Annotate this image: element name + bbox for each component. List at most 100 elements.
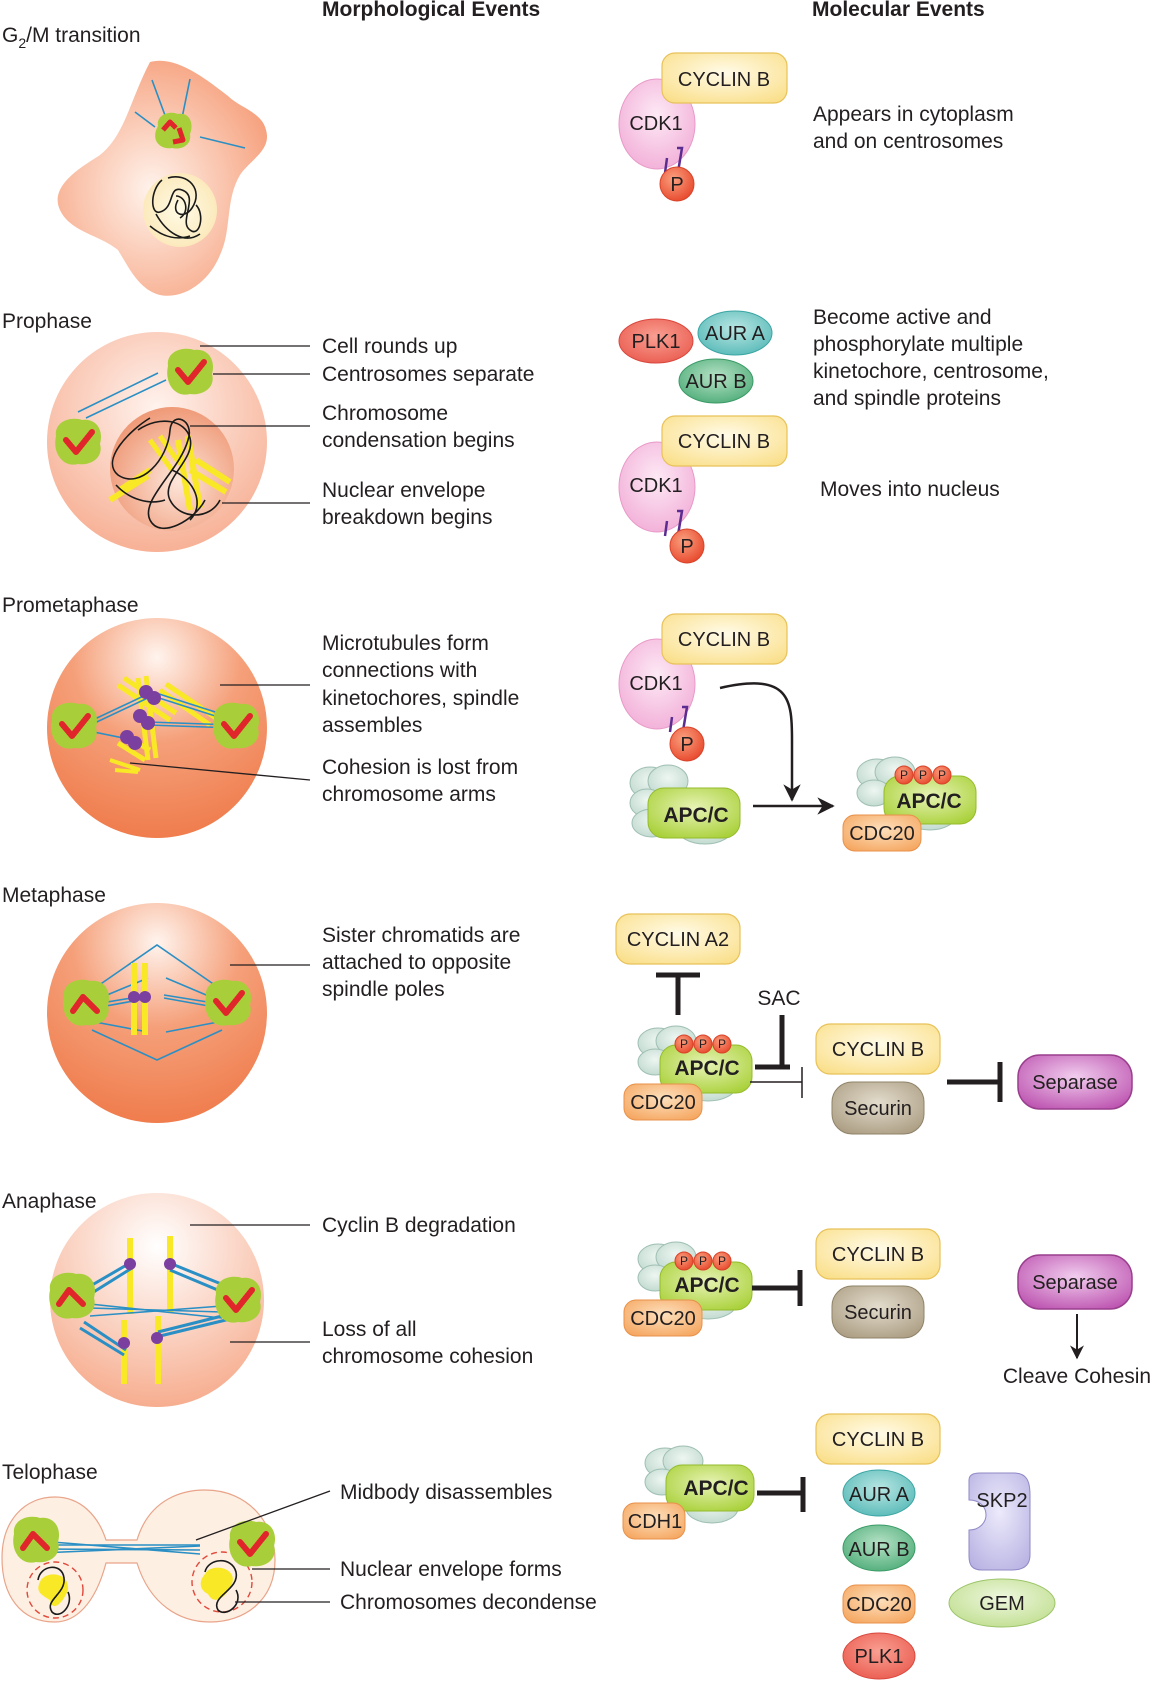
chromatin-icon bbox=[111, 417, 221, 530]
nuclear-envelope bbox=[26, 1561, 84, 1619]
prophase-kinase-note: Become active and phosphorylate multiple… bbox=[813, 306, 1055, 410]
metaphase-apcc-active: APC/C P P P CDC20 bbox=[623, 1025, 753, 1121]
inhibition-bar-icon bbox=[757, 1477, 806, 1512]
metaphase-molecular: CYCLIN A2 APC/C P P P CDC20 SAC bbox=[615, 913, 1133, 1135]
aura-protein bbox=[842, 1469, 916, 1517]
phase-metaphase: Metaphase Sister chromatids are attached… bbox=[2, 884, 1133, 1135]
phase-telophase: Telophase Midbody disassembles Nuclea bbox=[1, 1413, 1056, 1680]
nuclear-envelope bbox=[191, 1551, 253, 1613]
phase-title: Prometaphase bbox=[2, 594, 139, 617]
apcc-label: APC/C bbox=[674, 1274, 739, 1297]
centrosome-icon bbox=[213, 703, 259, 749]
cdh1-label: CDH1 bbox=[628, 1511, 682, 1533]
aurb-protein bbox=[678, 358, 754, 404]
prometaphase-leaders bbox=[129, 684, 311, 781]
g2m-cell-illustration bbox=[57, 60, 268, 296]
svg-text:P: P bbox=[680, 1037, 688, 1051]
cyclinb-label: CYCLIN B bbox=[832, 1429, 924, 1451]
gem-protein bbox=[948, 1578, 1056, 1628]
apcc-label: APC/C bbox=[683, 1477, 748, 1500]
separase-protein bbox=[1017, 1254, 1133, 1310]
prophase-cell-illustration bbox=[47, 332, 267, 552]
telophase-leaders bbox=[195, 1490, 331, 1603]
plk1-label: PLK1 bbox=[632, 331, 681, 353]
centrosome-icon bbox=[215, 1277, 261, 1323]
microtubule-aster bbox=[134, 78, 246, 149]
separase-protein bbox=[1017, 1054, 1133, 1110]
label-loss-of-cohesion: Loss of all chromosome cohesion bbox=[322, 1318, 533, 1368]
cyclinb-label: CYCLIN B bbox=[678, 431, 770, 453]
inhibition-bar-icon bbox=[752, 1270, 803, 1306]
phosphate-icon bbox=[669, 528, 705, 564]
label-centrosomes-separate: Centrosomes separate bbox=[322, 363, 534, 386]
skp2-label: SKP2 bbox=[976, 1490, 1027, 1512]
cell-body bbox=[47, 618, 267, 838]
cyclinb-label: CYCLIN B bbox=[678, 629, 770, 651]
aura-label: AUR A bbox=[705, 323, 766, 345]
cdc20-label: CDC20 bbox=[630, 1092, 696, 1114]
phase-g2m: G2/M transition C bbox=[2, 24, 1014, 296]
cdk1-activation-arrow bbox=[719, 682, 801, 802]
prometaphase-cdk1-cyclinb-complex: CYCLIN B CDK1 P bbox=[618, 613, 788, 762]
securin-label: Securin bbox=[844, 1098, 912, 1120]
kinetochores bbox=[120, 685, 161, 750]
cyclinb-protein bbox=[815, 1413, 941, 1465]
cdc20-protein bbox=[842, 1584, 916, 1624]
anaphase-apcc-active: APC/C P P P CDC20 bbox=[623, 1241, 753, 1337]
phospho-group: P P P bbox=[894, 765, 952, 785]
sac-inhibition-icon bbox=[755, 1015, 790, 1070]
svg-text:P: P bbox=[680, 1254, 688, 1268]
prophase-cdk1-cyclinb-complex: CYCLIN B CDK1 P bbox=[618, 415, 788, 564]
cdh1-protein bbox=[622, 1502, 686, 1540]
anaphase-leaders bbox=[190, 1224, 310, 1343]
aura-protein bbox=[697, 310, 773, 356]
prometaphase-activation-arrows bbox=[719, 682, 835, 815]
centrosome-icon bbox=[155, 112, 192, 149]
anaphase-cell-illustration bbox=[49, 1193, 264, 1407]
plk1-protein bbox=[842, 1632, 916, 1680]
apcc-label: APC/C bbox=[674, 1057, 739, 1080]
centrosome-icon bbox=[205, 980, 251, 1026]
prometaphase-morph-labels: Microtubules form connections with kinet… bbox=[322, 632, 525, 806]
label-microtubules-connect: Microtubules form connections with kinet… bbox=[322, 632, 525, 737]
cleave-cohesin-label: Cleave Cohesin bbox=[1003, 1365, 1151, 1388]
phase-prophase: Prophase bbox=[2, 306, 1055, 564]
inhibition-bar-icon bbox=[947, 1062, 1003, 1102]
aurb-label: AUR B bbox=[848, 1539, 909, 1561]
cyclinb-protein bbox=[815, 1023, 941, 1075]
centrosome-icon bbox=[167, 349, 213, 395]
centrosome-icon bbox=[63, 980, 109, 1026]
phase-prometaphase: Prometaphase bbox=[2, 594, 977, 852]
phosphate-icon bbox=[659, 166, 695, 202]
svg-text:P: P bbox=[718, 1254, 726, 1268]
cdc20-label: CDC20 bbox=[849, 823, 915, 845]
chromatin-icon bbox=[149, 176, 202, 239]
phase-title: Telophase bbox=[2, 1461, 98, 1484]
gem-label: GEM bbox=[979, 1593, 1025, 1615]
phase-title: Prophase bbox=[2, 310, 92, 333]
phospho-group: P P P bbox=[674, 1034, 732, 1054]
apcc-label: APC/C bbox=[896, 790, 961, 813]
cyclinb-label: CYCLIN B bbox=[832, 1244, 924, 1266]
prophase-kinases: PLK1 AUR A AUR B bbox=[618, 310, 773, 404]
cyclinb-label: CYCLIN B bbox=[678, 69, 770, 91]
cdk1-label: CDK1 bbox=[629, 673, 682, 695]
skp2-protein bbox=[968, 1472, 1031, 1571]
aura-label: AUR A bbox=[849, 1484, 910, 1506]
aurb-label: AUR B bbox=[685, 371, 746, 393]
apcc-label: APC/C bbox=[663, 804, 728, 827]
label-sister-chromatids-attached: Sister chromatids are attached to opposi… bbox=[322, 924, 526, 1001]
cdc20-label: CDC20 bbox=[630, 1308, 696, 1330]
cyclinb-protein bbox=[815, 1228, 941, 1280]
securin-protein bbox=[831, 1081, 925, 1135]
svg-text:P: P bbox=[919, 768, 927, 782]
centrosome-icon bbox=[55, 419, 101, 465]
svg-text:P: P bbox=[900, 768, 908, 782]
header-molecular: Molecular Events bbox=[812, 0, 985, 21]
cyclinb-label: CYCLIN B bbox=[832, 1039, 924, 1061]
centrosome-icon bbox=[229, 1521, 275, 1567]
label-cohesion-lost-arms: Cohesion is lost from chromosome arms bbox=[322, 756, 524, 806]
